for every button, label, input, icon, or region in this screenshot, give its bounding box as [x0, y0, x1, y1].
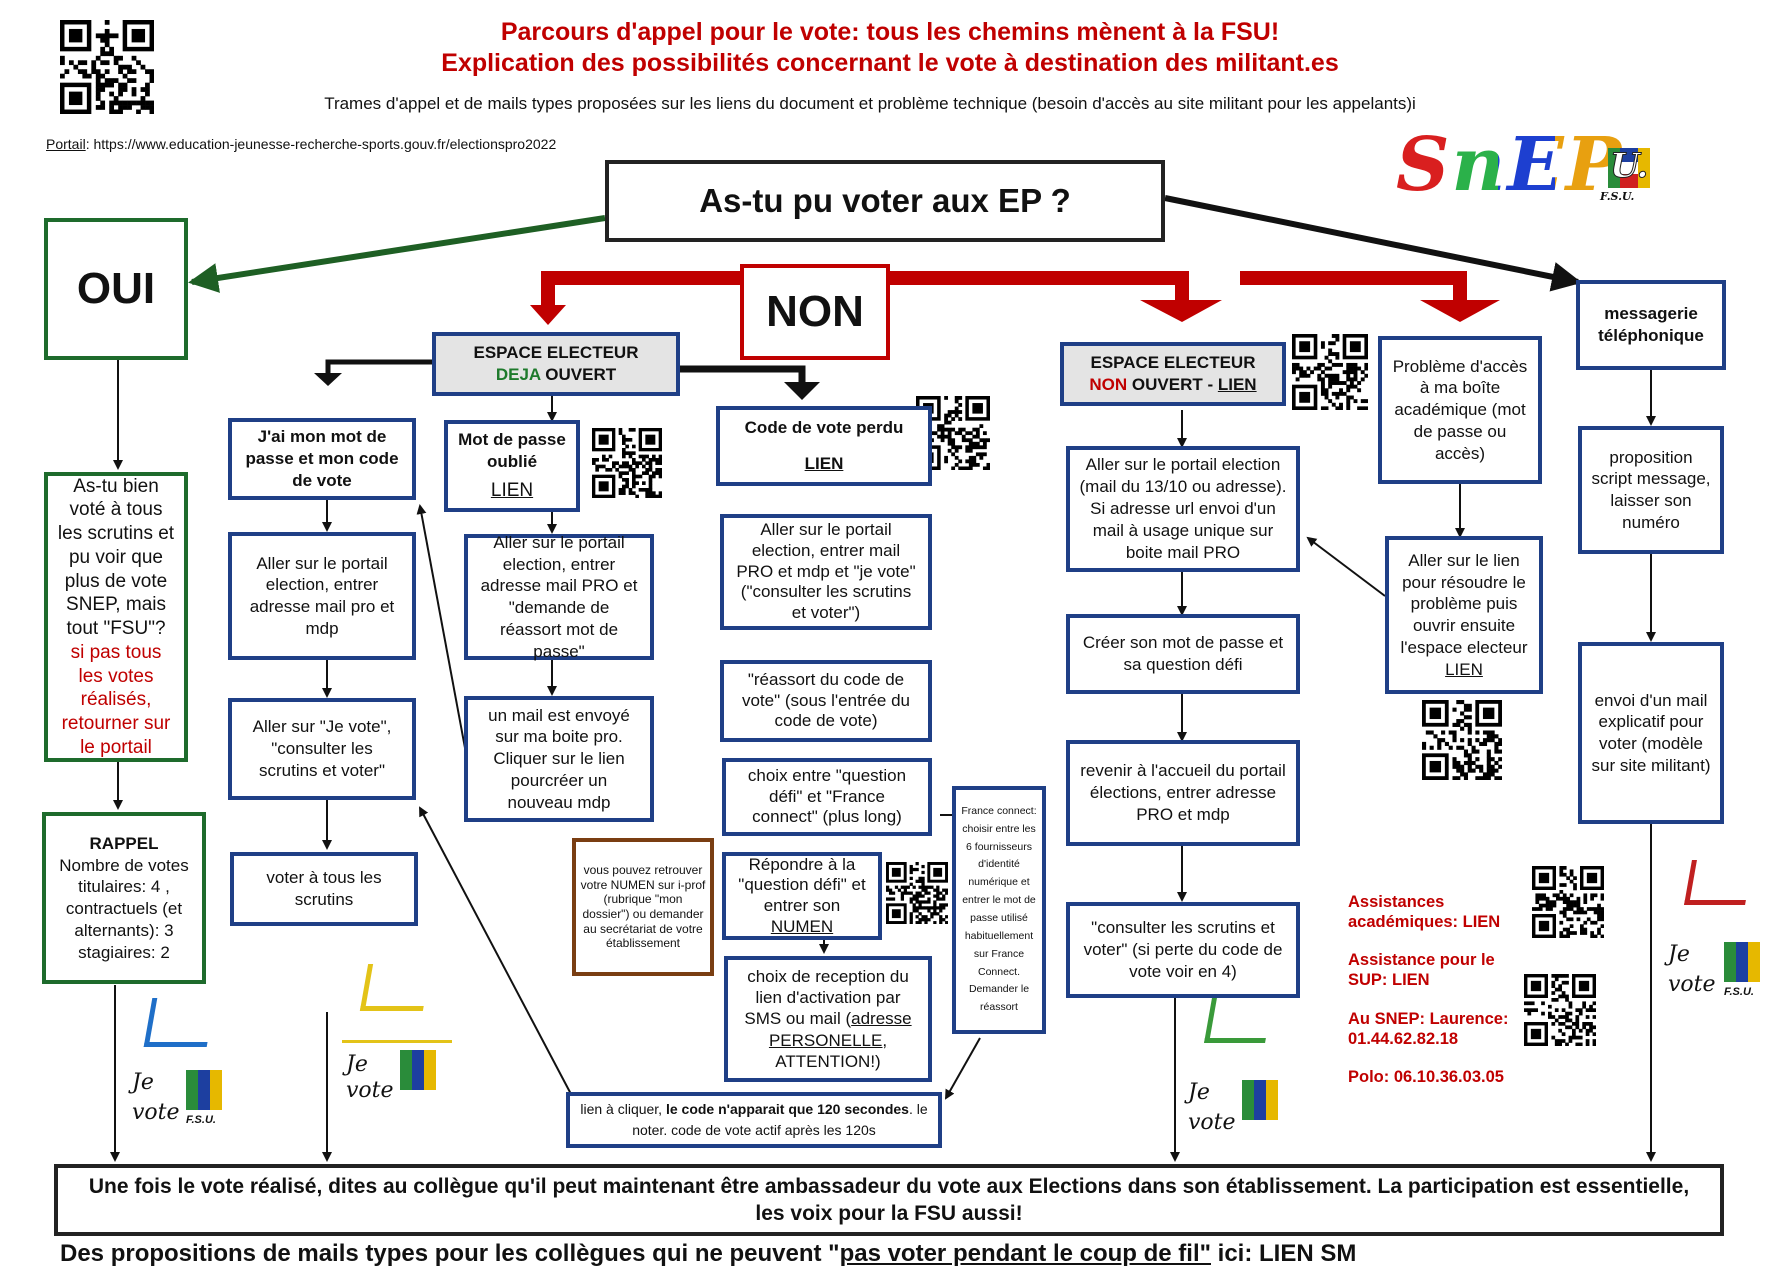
col1-box1: J'ai mon mot de passe et mon code de vot… — [228, 418, 416, 500]
col6-box1: messagerie téléphonique — [1576, 280, 1726, 370]
col1-box2: Aller sur le portail election, entrer ad… — [228, 532, 416, 660]
qr-code-header[interactable] — [60, 20, 154, 114]
portal-url: : https://www.education-jeunesse-recherc… — [86, 136, 557, 152]
col5-lien[interactable]: LIEN — [1445, 659, 1483, 681]
footer-bottom-b[interactable]: ici: LIEN SM — [1211, 1240, 1356, 1267]
col3-box3: "réassort du code de vote" (sous l'entré… — [720, 660, 932, 742]
fsu-logo — [1724, 942, 1760, 982]
footer-bottom-u[interactable]: pas voter pendant le coup de fil" — [840, 1240, 1211, 1267]
header-title: Parcours d'appel pour le vote: tous les … — [300, 18, 1480, 78]
espace-deja-ouvert: OUVERT — [541, 365, 617, 384]
header-subtitle: Trames d'appel et de mails types proposé… — [180, 94, 1560, 114]
fsu-logo-small: U. — [1608, 148, 1650, 188]
espace-deja-word: DEJA — [496, 365, 541, 384]
col3-box2: Aller sur le portail election, entrer ma… — [720, 514, 932, 630]
oui-check-red: si pas tous les votes réalisés, retourne… — [56, 641, 176, 760]
final-code-box: lien à cliquer, le code n'apparait que 1… — [566, 1092, 942, 1148]
assist-acad[interactable]: Assistances académiques: LIEN — [1348, 892, 1528, 932]
rappel-title: RAPPEL — [90, 833, 159, 855]
col3-box6-b: ATTENTION!) — [775, 1052, 880, 1071]
col4-box3: revenir à l'accueil du portail élections… — [1066, 740, 1300, 846]
je-vote-logo-red: Je vote F.S.U. — [1666, 860, 1774, 1010]
col3-numen: NUMEN — [771, 917, 833, 936]
col2-box1: Mot de passe oublié LIEN — [444, 420, 580, 512]
ballot-hand-icon — [1204, 998, 1273, 1043]
title-line-1: Parcours d'appel pour le vote: tous les … — [300, 18, 1480, 47]
col3-box5: Répondre à la "question défi" et entrer … — [722, 852, 882, 940]
espace-non-word: NON — [1089, 375, 1127, 394]
footer-bottom-a: Des propositions de mails types pour les… — [60, 1240, 840, 1267]
espace-deja-ouvert-box: ESPACE ELECTEUR DEJA OUVERT — [432, 332, 680, 396]
col4-box1: Aller sur le portail election (mail du 1… — [1066, 446, 1300, 572]
final-a: lien à cliquer, — [580, 1101, 666, 1117]
final-b: le code n'apparait que 120 secondes — [666, 1101, 909, 1117]
col6-box2: proposition script message, laisser son … — [1578, 426, 1724, 554]
qr-code-question-defi[interactable] — [886, 862, 948, 924]
ballot-hand-icon — [1684, 860, 1753, 905]
assist-sup[interactable]: Assistance pour le SUP: LIEN — [1348, 950, 1528, 990]
snep-contact: Au SNEP: Laurence: 01.44.62.82.18 — [1348, 1009, 1528, 1049]
col5-box2-text: Aller sur le lien pour résoudre le probl… — [1397, 550, 1531, 659]
qr-code-espace-non-ouvert[interactable] — [1292, 334, 1368, 410]
polo-contact: Polo: 06.10.36.03.05 — [1348, 1067, 1528, 1087]
col3-box1: Code de vote perdu LIEN — [716, 406, 932, 486]
footer-box: Une fois le vote réalisé, dites au collè… — [54, 1164, 1724, 1236]
qr-code-mot-de-passe[interactable] — [592, 428, 662, 498]
col3-lien[interactable]: LIEN — [805, 453, 844, 475]
espace-non-ouvert: OUVERT - — [1127, 375, 1218, 394]
col6-box3: envoi d'un mail explicatif pour voter (m… — [1578, 642, 1724, 824]
espace-non-line1: ESPACE ELECTEUR — [1091, 352, 1256, 374]
col4-box2: Créer son mot de passe et sa question dé… — [1066, 614, 1300, 694]
fsu-logo — [186, 1070, 222, 1110]
espace-non-lien[interactable]: LIEN — [1218, 375, 1257, 394]
portal-link[interactable]: Portail: https://www.education-jeunesse-… — [46, 136, 556, 152]
snep-logo-text: SnEP — [1396, 122, 1623, 208]
question-box: As-tu pu voter aux EP ? — [605, 160, 1165, 242]
france-connect-box: France connect: choisir entre les 6 four… — [952, 786, 1046, 1034]
je-vote-logo-yellow: Je vote — [342, 964, 452, 1104]
non-box: NON — [740, 264, 890, 360]
qr-code-assistance-acad[interactable] — [1532, 866, 1604, 938]
footer-bottom-line: Des propositions de mails types pour les… — [60, 1240, 1740, 1268]
col1-box4: voter à tous les scrutins — [230, 852, 418, 926]
col3-box5-text: Répondre à la "question défi" et entrer … — [738, 855, 865, 915]
oui-box: OUI — [44, 218, 188, 360]
col2-box3: un mail est envoyé sur ma boite pro. Cli… — [464, 696, 654, 822]
ballot-hand-icon — [360, 964, 431, 1011]
col2-lien[interactable]: LIEN — [491, 479, 533, 503]
numen-note-box: vous pouvez retrouver votre NUMEN sur i-… — [572, 838, 714, 976]
qr-code-probleme-acces[interactable] — [1422, 700, 1502, 780]
je-vote-logo-green: Je vote — [1186, 998, 1288, 1138]
oui-check-text: As-tu bien voté à tous les scrutins et p… — [56, 475, 176, 641]
col5-box1: Problème d'accès à ma boîte académique (… — [1378, 336, 1542, 484]
col2-box1-text: Mot de passe oublié — [456, 429, 568, 473]
col5-box2: Aller sur le lien pour résoudre le probl… — [1385, 536, 1543, 694]
col1-box3: Aller sur "Je vote", "consulter les scru… — [228, 698, 416, 800]
espace-deja-line1: ESPACE ELECTEUR — [474, 342, 639, 364]
col2-box2: Aller sur le portail election, entrer ad… — [464, 534, 654, 660]
title-line-2: Explication des possibilités concernant … — [300, 49, 1480, 78]
col3-box4: choix entre "question défi" et "France c… — [722, 758, 932, 836]
fsu-caption: F.S.U. — [1600, 190, 1634, 203]
contacts-block: Assistances académiques: LIEN Assistance… — [1348, 892, 1528, 1087]
fsu-logo — [1242, 1080, 1278, 1120]
je-vote-logo-blue: Je vote F.S.U. — [128, 998, 230, 1134]
qr-code-assistance-sup[interactable] — [1524, 974, 1596, 1046]
rappel-box: RAPPEL Nombre de votes titulaires: 4 , c… — [42, 812, 206, 984]
espace-non-ouvert-box: ESPACE ELECTEUR NON OUVERT - LIEN — [1060, 342, 1286, 406]
col4-box4: "consulter les scrutins et voter" (si pe… — [1066, 902, 1300, 998]
rappel-text: Nombre de votes titulaires: 4 , contract… — [54, 855, 194, 964]
col3-box1-text: Code de vote perdu — [745, 417, 904, 439]
oui-check-box: As-tu bien voté à tous les scrutins et p… — [44, 472, 188, 762]
col3-box6: choix de reception du lien d'activation … — [724, 956, 932, 1082]
fsu-logo — [400, 1050, 436, 1090]
portal-label: Portail — [46, 136, 86, 152]
ballot-hand-icon — [144, 998, 216, 1047]
snep-logo: SnEP U. F.S.U. — [1396, 128, 1656, 208]
